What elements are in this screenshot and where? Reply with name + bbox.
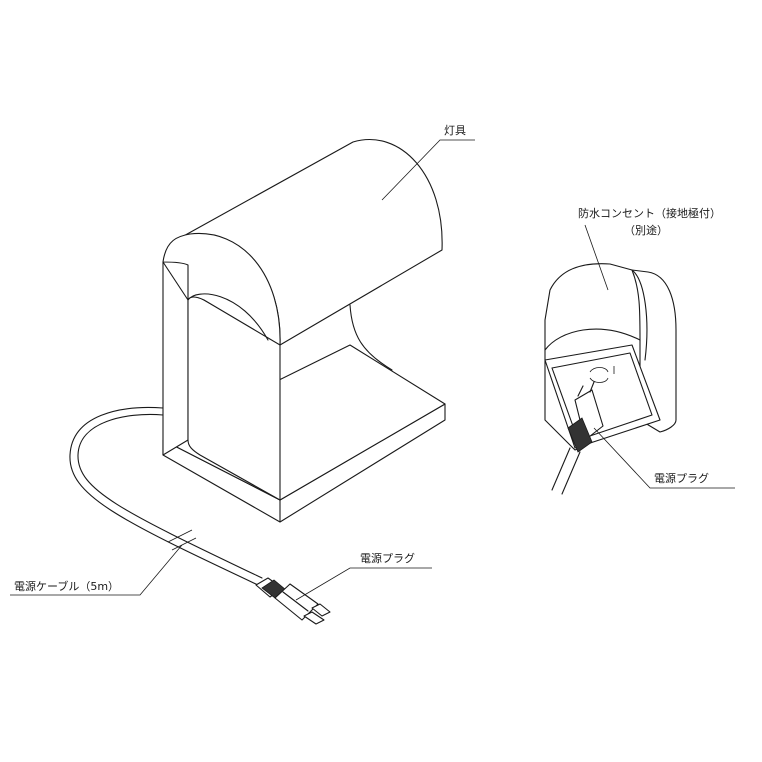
lamp-fixture [162, 139, 446, 523]
label-fixture: 灯具 [444, 124, 466, 137]
label-outlet-line2: （別途） [624, 224, 668, 237]
label-outlet-line1: 防水コンセント（接地極付） [578, 207, 721, 220]
power-cable [69, 406, 263, 586]
leader-fixture [381, 139, 475, 201]
waterproof-outlet [544, 263, 677, 495]
leader-plug-right [593, 427, 735, 489]
power-plug-left [255, 577, 331, 625]
leader-plug-left [295, 567, 432, 601]
label-plug-right: 電源プラグ [654, 472, 709, 485]
label-cable: 電源ケーブル（5m） [14, 580, 120, 593]
label-plug-left: 電源プラグ [360, 552, 415, 565]
leader-outlet [584, 224, 609, 291]
leader-cable [10, 544, 183, 596]
